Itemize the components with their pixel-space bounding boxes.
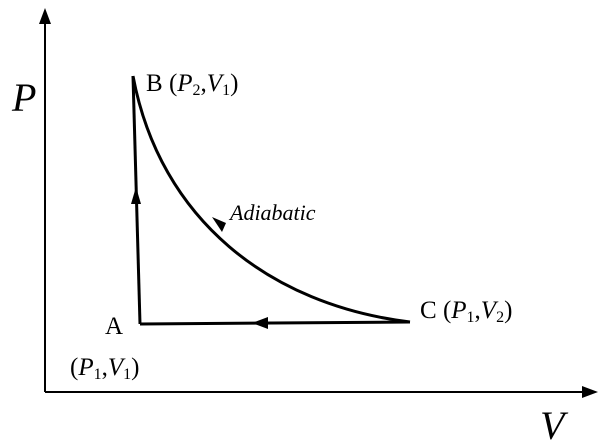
point-c-letter: C [420, 297, 437, 324]
point-c-volume: V [480, 297, 497, 324]
point-a-volume: V [107, 354, 124, 381]
point-a-coordinates: (P1,V1) [70, 354, 140, 383]
point-b-volume: V [206, 70, 223, 97]
x-axis-arrowhead [582, 386, 598, 398]
arrow-a-to-b [131, 187, 141, 204]
process-b-to-c-adiabatic [131, 75, 411, 324]
y-axis-label: P [12, 75, 37, 120]
point-a-letter: A [105, 313, 124, 340]
point-a-pressure: P [78, 354, 94, 381]
point-a-pressure-sub: 1 [93, 366, 102, 383]
point-b-letter: B [146, 70, 163, 97]
point-c-label: C (P1,V2) [420, 297, 513, 326]
process-c-to-a [139, 320, 411, 326]
point-c-pressure: P [451, 297, 467, 324]
x-axis-label: V [540, 403, 565, 448]
point-c-volume-sub: 2 [496, 309, 505, 326]
point-b-volume-sub: 1 [222, 82, 231, 99]
y-axis-arrowhead [39, 8, 51, 24]
point-c-pressure-sub: 1 [466, 309, 475, 326]
arrow-b-to-c [212, 217, 226, 232]
point-b-pressure: P [177, 70, 193, 97]
adiabatic-label: Adiabatic [230, 200, 316, 225]
point-a-volume-sub: 1 [123, 366, 132, 383]
point-b-label: B (P2,V1) [146, 70, 239, 99]
arrow-c-to-a [252, 317, 268, 329]
point-b-pressure-sub: 2 [192, 82, 201, 99]
